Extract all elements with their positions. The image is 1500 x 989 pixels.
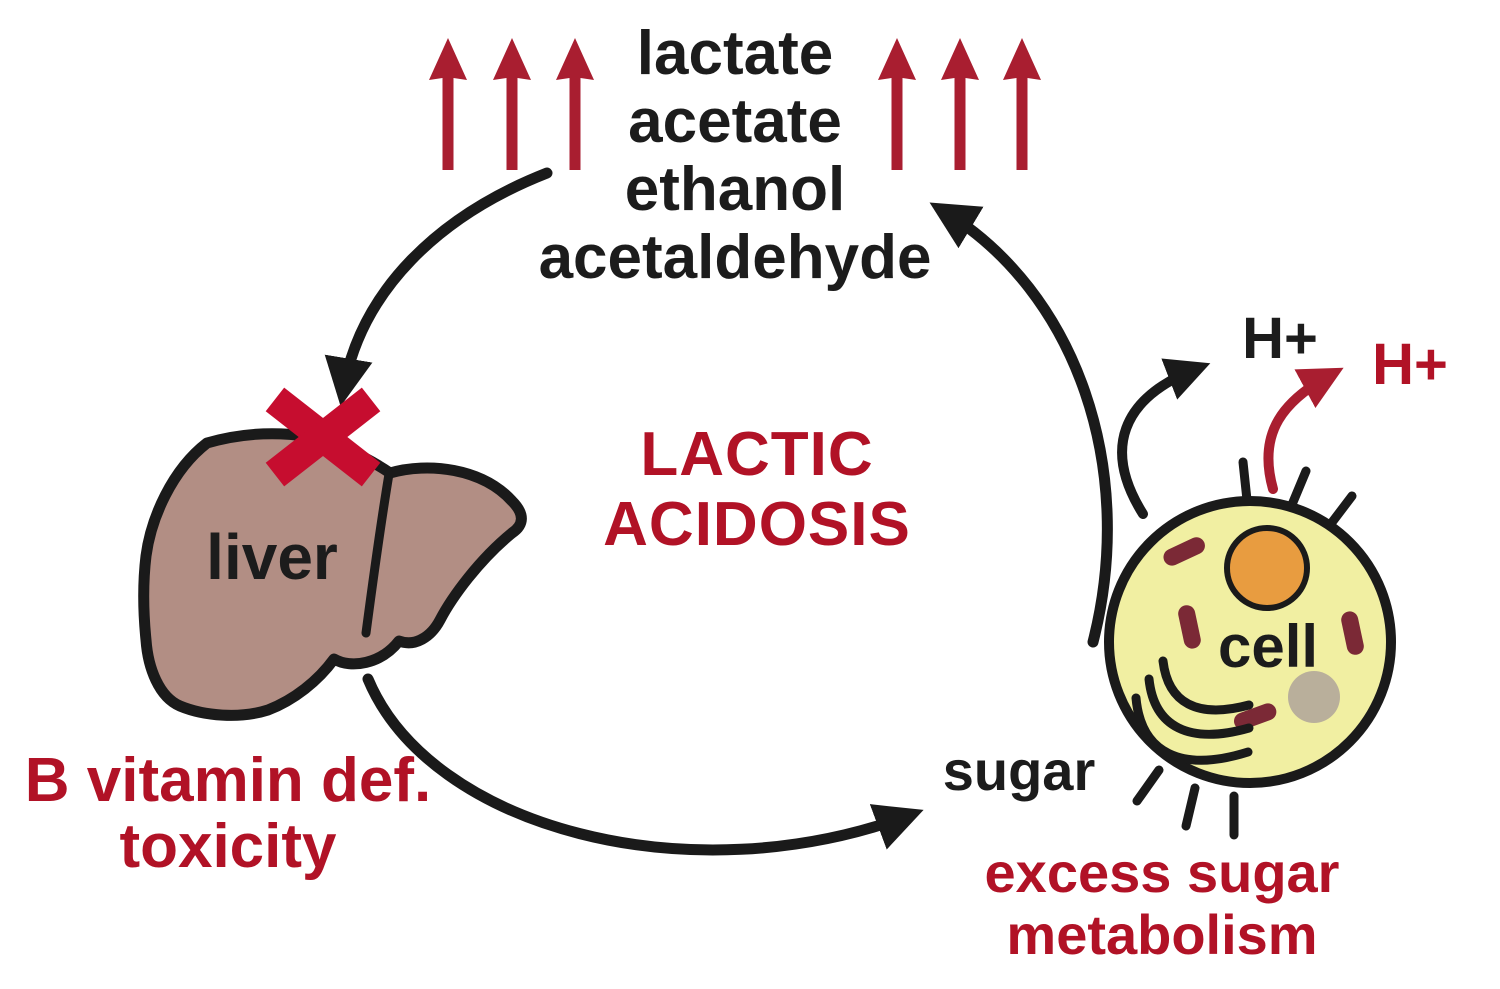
metabolite-ethanol: ethanol bbox=[624, 155, 846, 224]
arrow-metabolites-to-liver bbox=[324, 167, 553, 407]
diagram-title-line2: ACIDOSIS bbox=[603, 490, 911, 559]
diagram-title-line1: LACTIC bbox=[640, 420, 874, 489]
arrow-liver-to-sugar bbox=[362, 673, 924, 856]
cell-illustration bbox=[1104, 457, 1396, 840]
arrow-cell-to-metabolites bbox=[929, 202, 1113, 648]
liver-label: liver bbox=[206, 521, 338, 593]
up-arrow-icon bbox=[941, 38, 979, 170]
up-arrow-icon bbox=[493, 38, 531, 170]
liver-caption-line1: B vitamin def. bbox=[24, 746, 432, 815]
up-arrow-icon bbox=[556, 38, 594, 170]
arrow-cell-to-hplus-black bbox=[1117, 358, 1211, 519]
cell-caption-line2: metabolism bbox=[1006, 903, 1318, 966]
cell-cilia bbox=[1132, 457, 1357, 840]
cell-label: cell bbox=[1217, 613, 1319, 680]
up-arrow-icon bbox=[1003, 38, 1041, 170]
up-arrow-icon bbox=[878, 38, 916, 170]
blocked-cross-icon bbox=[265, 387, 381, 487]
metabolite-acetate: acetate bbox=[628, 87, 842, 156]
liver-lobe-divider bbox=[361, 469, 394, 638]
metabolite-acetaldehyde: acetaldehyde bbox=[538, 223, 932, 292]
increase-arrows-right bbox=[878, 38, 1041, 170]
up-arrow-icon bbox=[429, 38, 467, 170]
liver-caption-line2: toxicity bbox=[119, 812, 337, 881]
cell-caption: excess sugar metabolism bbox=[985, 842, 1340, 966]
liver-illustration bbox=[138, 387, 527, 721]
cell-caption-line1: excess sugar bbox=[984, 841, 1340, 904]
nucleus bbox=[1224, 525, 1310, 611]
diagram-title: LACTIC ACIDOSIS bbox=[603, 420, 911, 560]
metabolite-list: lactate acetate ethanol acetaldehyde bbox=[539, 20, 932, 292]
vacuole bbox=[1288, 671, 1340, 723]
increase-arrows-left bbox=[429, 38, 594, 170]
arrow-cell-to-hplus-red bbox=[1263, 367, 1344, 494]
mitochondria bbox=[1163, 537, 1364, 730]
metabolite-lactate: lactate bbox=[636, 19, 834, 88]
golgi-apparatus bbox=[1131, 656, 1254, 765]
proton-label-black: H+ bbox=[1242, 306, 1318, 371]
sugar-label: sugar bbox=[942, 739, 1096, 802]
liver-caption: B vitamin def. toxicity bbox=[25, 748, 432, 880]
proton-label-red: H+ bbox=[1372, 332, 1448, 397]
